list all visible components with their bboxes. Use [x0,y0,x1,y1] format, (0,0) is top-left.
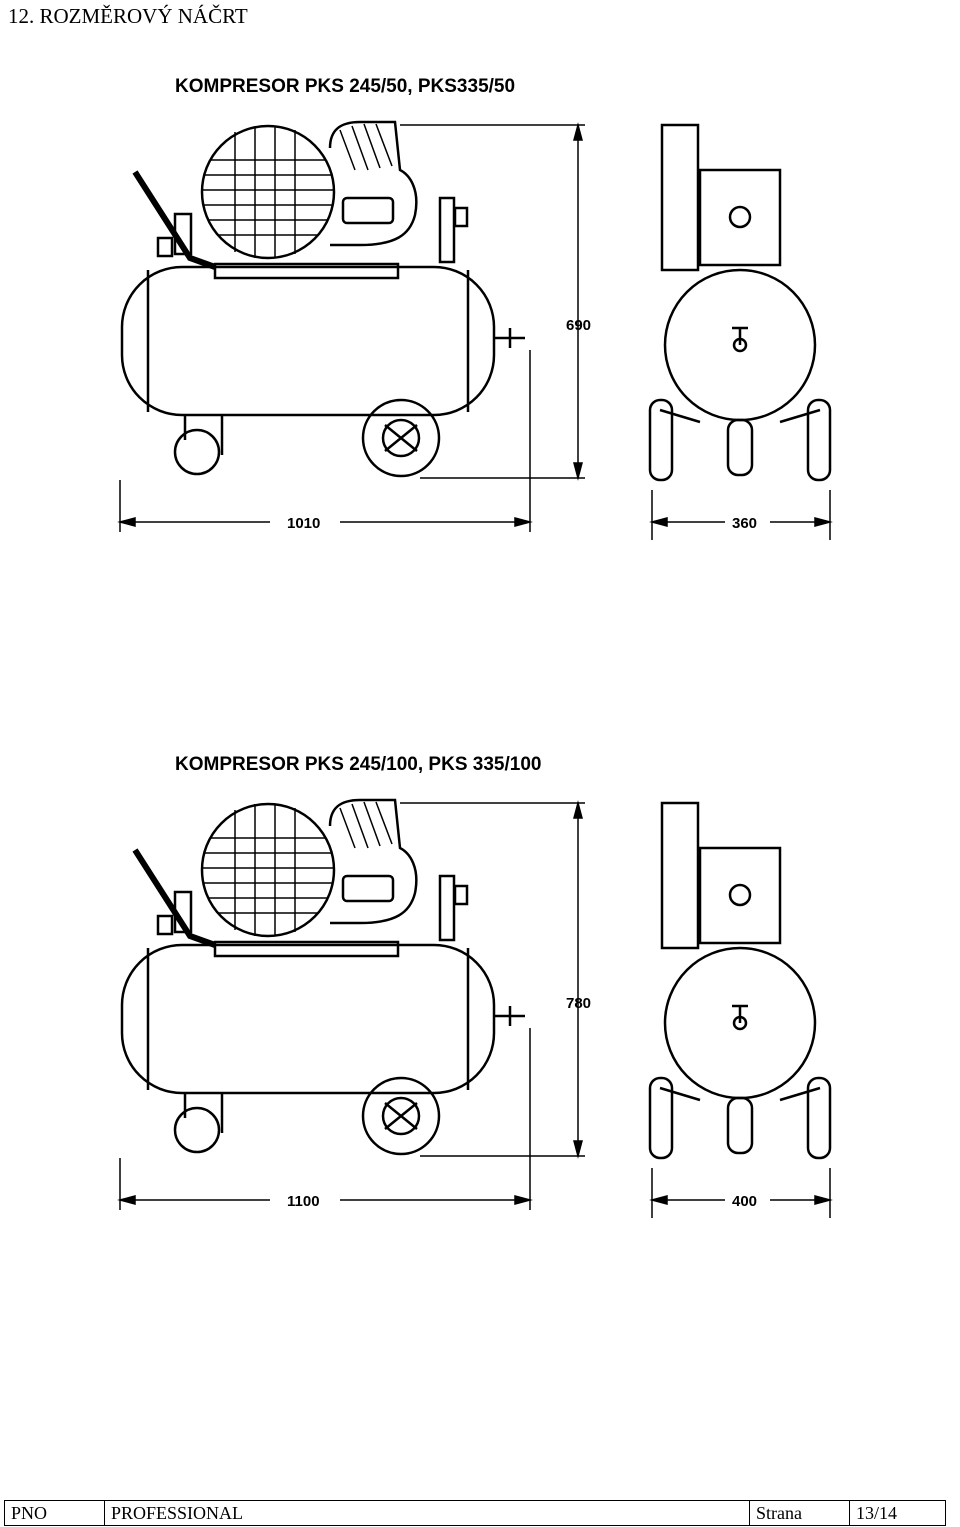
end-wheel-right [806,398,832,482]
footer-line: PROFESSIONAL [105,1501,750,1525]
length-dimension: 1010 [287,515,320,532]
height-dimension: 780 [566,995,591,1012]
fan-guard [200,802,336,938]
caster-wheel [173,1106,221,1154]
compressor-drawing-2: KOMPRESOR PKS 245/100, PKS 335/100 [117,754,833,1218]
tank-side [120,265,496,417]
caster-wheel [173,428,221,476]
height-dimension: 690 [566,317,591,334]
end-wheel-left [648,398,674,482]
footer-page-label: Strana [750,1501,850,1525]
width-dimension: 360 [732,515,757,532]
section-title: 12. ROZMĚROVÝ NÁČRT [8,4,248,28]
length-dimension: 1100 [287,1193,320,1210]
footer-company: PNO [5,1501,105,1525]
end-wheel-right [806,1076,832,1160]
wheel [361,1076,441,1156]
fan-guard [200,124,336,260]
tank-side [120,943,496,1095]
drawing-title: KOMPRESOR PKS 245/100, PKS 335/100 [175,754,541,775]
wheel [361,398,441,478]
end-wheel-left [648,1076,674,1160]
footer-page-number: 13/14 [856,1503,898,1523]
width-dimension: 400 [732,1193,757,1210]
page-footer: PNO PROFESSIONAL Strana 13/14 [4,1500,946,1526]
drawing-title: KOMPRESOR PKS 245/50, PKS335/50 [175,76,515,97]
drawing-2: KOMPRESOR PKS 245/100, PKS 335/100 [0,738,960,1238]
compressor-drawing-1: KOMPRESOR PKS 245/50, PKS335/50 [117,76,833,540]
drawing-1: KOMPRESOR PKS 245/50, PKS335/50 [0,60,960,560]
